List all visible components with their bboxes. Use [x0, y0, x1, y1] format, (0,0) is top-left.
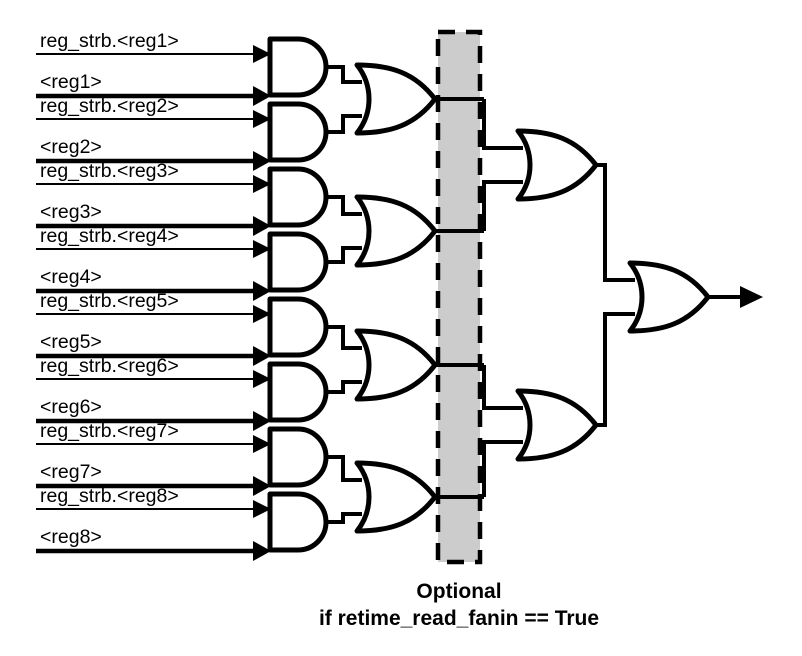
- or-gate-stage1-1: [357, 65, 435, 133]
- or-gate-stage1-2: [357, 197, 435, 265]
- input-strobe-label-3: reg_strb.<reg3>: [40, 160, 179, 182]
- and-gate-3: [270, 169, 326, 225]
- arrowhead-icon: [253, 240, 271, 258]
- input-wire-strobe-1: [36, 45, 271, 63]
- wire-or1-to-or5: [482, 99, 523, 150]
- wire-and8-to-or4: [326, 512, 362, 524]
- arrowhead-icon: [253, 305, 271, 323]
- optional-retime-region: [435, 29, 483, 565]
- input-wire-data-7: [36, 476, 271, 496]
- input-wire-data-8: [36, 541, 271, 561]
- input-wire-data-5: [36, 346, 271, 366]
- wire-or5-to-final: [594, 163, 635, 282]
- arrowhead-icon: [253, 411, 271, 431]
- input-label-group-7: reg_strb.<reg7> <reg7>: [40, 420, 179, 483]
- arrowhead-icon: [253, 346, 271, 366]
- input-wire-strobe-7: [36, 435, 271, 453]
- input-data-label-6: <reg6>: [40, 396, 102, 418]
- wire-and3-to-or2: [326, 195, 362, 216]
- wire-or6-to-final: [594, 312, 635, 427]
- wire-or4-to-or6: [482, 440, 523, 497]
- wire-and1-to-or1: [326, 65, 362, 84]
- wire-and7-to-or4: [326, 455, 362, 482]
- input-wire-data-1: [36, 86, 271, 106]
- arrowhead-icon: [253, 476, 271, 496]
- input-label-group-4: reg_strb.<reg4> <reg4>: [40, 225, 179, 288]
- arrowhead-icon: [253, 86, 271, 106]
- input-wire-data-4: [36, 281, 271, 301]
- input-data-label-5: <reg5>: [40, 331, 102, 353]
- input-wire-strobe-8: [36, 500, 271, 518]
- output-wire: [706, 286, 763, 308]
- and-gate-8: [270, 494, 326, 550]
- and-gate-4: [270, 234, 326, 290]
- input-wire-strobe-2: [36, 110, 271, 128]
- input-strobe-label-4: reg_strb.<reg4>: [40, 225, 179, 247]
- or-gate-final: [630, 263, 708, 331]
- wire-or3-to-or6: [482, 365, 523, 410]
- and-gate-2: [270, 104, 326, 160]
- or-gate-stage2-1: [518, 131, 596, 199]
- wire-or2-to-or5: [482, 180, 523, 231]
- input-label-group-5: reg_strb.<reg5> <reg5>: [40, 290, 179, 353]
- input-wire-data-6: [36, 411, 271, 431]
- input-wire-strobe-3: [36, 175, 271, 193]
- input-strobe-label-6: reg_strb.<reg6>: [40, 355, 179, 377]
- wire-and6-to-or3: [326, 380, 362, 394]
- input-label-group-8: reg_strb.<reg8> <reg8>: [40, 485, 179, 548]
- and-gate-5: [270, 299, 326, 355]
- input-wire-strobe-4: [36, 240, 271, 258]
- input-wire-data-2: [36, 151, 271, 171]
- input-wire-strobe-6: [36, 370, 271, 388]
- arrowhead-icon: [253, 110, 271, 128]
- input-data-label-3: <reg3>: [40, 201, 102, 223]
- input-data-label-4: <reg4>: [40, 266, 102, 288]
- arrowhead-icon: [253, 216, 271, 236]
- or-gate-stage2-2: [518, 391, 596, 459]
- arrowhead-icon: [253, 175, 271, 193]
- input-label-group-3: reg_strb.<reg3> <reg3>: [40, 160, 179, 223]
- or-gate-stage1-3: [357, 331, 435, 399]
- input-data-label-1: <reg1>: [40, 71, 102, 93]
- input-label-group-1: reg_strb.<reg1> <reg1>: [40, 30, 179, 93]
- and-gate-7: [270, 429, 326, 485]
- input-strobe-label-2: reg_strb.<reg2>: [40, 95, 179, 117]
- wire-and5-to-or3: [326, 325, 362, 350]
- arrowhead-icon: [253, 435, 271, 453]
- optional-caption-line2: if retime_read_fanin == True: [319, 607, 599, 630]
- arrowhead-icon: [253, 541, 271, 561]
- arrowhead-icon: [253, 45, 271, 63]
- or-gate-stage1-4: [357, 463, 435, 531]
- input-strobe-label-8: reg_strb.<reg8>: [40, 485, 179, 507]
- arrowhead-icon: [253, 500, 271, 518]
- input-strobe-label-5: reg_strb.<reg5>: [40, 290, 179, 312]
- arrowhead-icon: [253, 370, 271, 388]
- input-data-label-8: <reg8>: [40, 526, 102, 548]
- input-data-label-7: <reg7>: [40, 461, 102, 483]
- and-gate-1: [270, 39, 326, 95]
- arrowhead-icon: [253, 281, 271, 301]
- arrowhead-icon: [253, 151, 271, 171]
- input-strobe-label-1: reg_strb.<reg1>: [40, 30, 179, 52]
- wire-and2-to-or1: [326, 114, 362, 134]
- arrowhead-icon: [740, 286, 763, 308]
- optional-caption-line1: Optional: [416, 580, 501, 603]
- input-strobe-label-7: reg_strb.<reg7>: [40, 420, 179, 442]
- input-label-group-6: reg_strb.<reg6> <reg6>: [40, 355, 179, 418]
- input-label-group-2: reg_strb.<reg2> <reg2>: [40, 95, 179, 158]
- input-wire-data-3: [36, 216, 271, 236]
- wire-and4-to-or2: [326, 246, 362, 264]
- and-gate-6: [270, 364, 326, 420]
- input-data-label-2: <reg2>: [40, 136, 102, 158]
- input-wire-strobe-5: [36, 305, 271, 323]
